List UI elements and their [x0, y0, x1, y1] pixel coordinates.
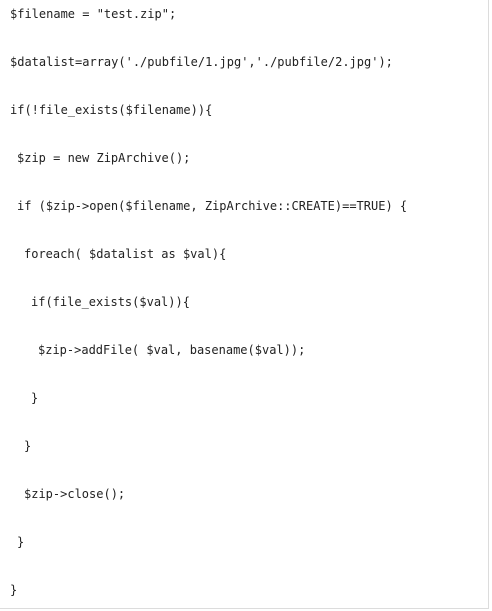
code-line: foreach( $datalist as $val){ — [24, 247, 227, 261]
code-line: $zip = new ZipArchive(); — [17, 151, 191, 165]
code-line: if(file_exists($val)){ — [31, 295, 190, 309]
code-line: $filename = "test.zip"; — [10, 7, 177, 21]
code-line: $zip->addFile( $val, basename($val)); — [38, 343, 306, 357]
code-line: } — [24, 439, 32, 453]
code-line: $datalist=array('./pubfile/1.jpg','./pub… — [10, 55, 393, 69]
code-line: if(!file_exists($filename)){ — [10, 103, 213, 117]
code-line: $zip->close(); — [24, 487, 126, 501]
code-line: if ($zip->open($filename, ZipArchive::CR… — [17, 199, 408, 213]
code-line: } — [31, 391, 39, 405]
code-line: } — [17, 535, 25, 549]
code-line: } — [10, 583, 18, 597]
